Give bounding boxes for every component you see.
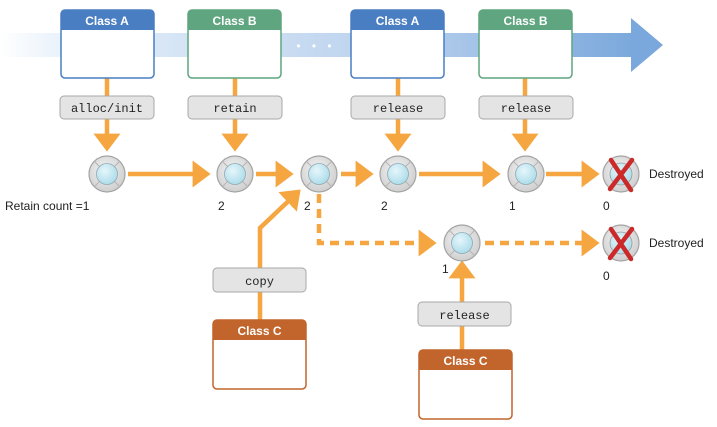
count-node-7: 1 bbox=[442, 262, 449, 276]
copy-arrow bbox=[257, 189, 301, 320]
svg-text:retain: retain bbox=[213, 102, 256, 116]
object-node bbox=[88, 155, 126, 193]
svg-text:copy: copy bbox=[245, 275, 274, 289]
count-node-8: 0 bbox=[603, 269, 610, 283]
class-b-box-1: Class B bbox=[187, 9, 282, 79]
op-alloc-init: alloc/init bbox=[59, 95, 155, 120]
destroyed-marker-top bbox=[602, 155, 640, 193]
class-c-box-1: Class C bbox=[212, 319, 307, 390]
timeline-ellipsis: • • • bbox=[296, 39, 335, 53]
svg-text:alloc/init: alloc/init bbox=[71, 102, 143, 116]
object-node bbox=[443, 224, 481, 262]
class-c-title-2: Class C bbox=[443, 354, 487, 368]
class-c-title-1: Class C bbox=[237, 324, 281, 338]
op-release-a: release bbox=[350, 95, 446, 120]
destroyed-marker-bottom bbox=[602, 224, 640, 262]
count-node-3: 2 bbox=[304, 199, 311, 213]
destroyed-label-top: Destroyed bbox=[649, 167, 704, 181]
class-a-box-1: Class A bbox=[60, 9, 155, 79]
destroyed-label-bottom: Destroyed bbox=[649, 236, 704, 250]
op-release-b: release bbox=[478, 95, 574, 120]
svg-text:release: release bbox=[501, 102, 551, 116]
object-node bbox=[300, 155, 338, 193]
svg-text:release: release bbox=[373, 102, 423, 116]
object-node bbox=[379, 155, 417, 193]
destroyed-x-icon bbox=[607, 157, 635, 193]
count-node-4: 2 bbox=[381, 199, 388, 213]
op-retain: retain bbox=[187, 95, 283, 120]
object-node bbox=[216, 155, 254, 193]
class-a-box-2: Class A bbox=[350, 9, 445, 79]
object-node bbox=[507, 155, 545, 193]
op-copy: copy bbox=[212, 267, 307, 293]
svg-text:release: release bbox=[439, 309, 489, 323]
class-a-title-2: Class A bbox=[376, 14, 420, 28]
class-b-box-2: Class B bbox=[478, 9, 573, 79]
class-b-title-1: Class B bbox=[212, 14, 256, 28]
count-node-5: 1 bbox=[509, 199, 516, 213]
op-release-c: release bbox=[417, 301, 512, 327]
destroyed-x-icon bbox=[607, 226, 635, 262]
class-a-title-1: Class A bbox=[85, 14, 129, 28]
object-nodes bbox=[88, 155, 545, 262]
count-node-2: 2 bbox=[218, 199, 225, 213]
class-c-box-2: Class C bbox=[418, 349, 513, 420]
count-node-6: 0 bbox=[603, 199, 610, 213]
retain-count-label: Retain count =1 bbox=[5, 199, 90, 213]
class-b-title-2: Class B bbox=[503, 14, 547, 28]
copy-branch-dashed bbox=[316, 194, 600, 257]
